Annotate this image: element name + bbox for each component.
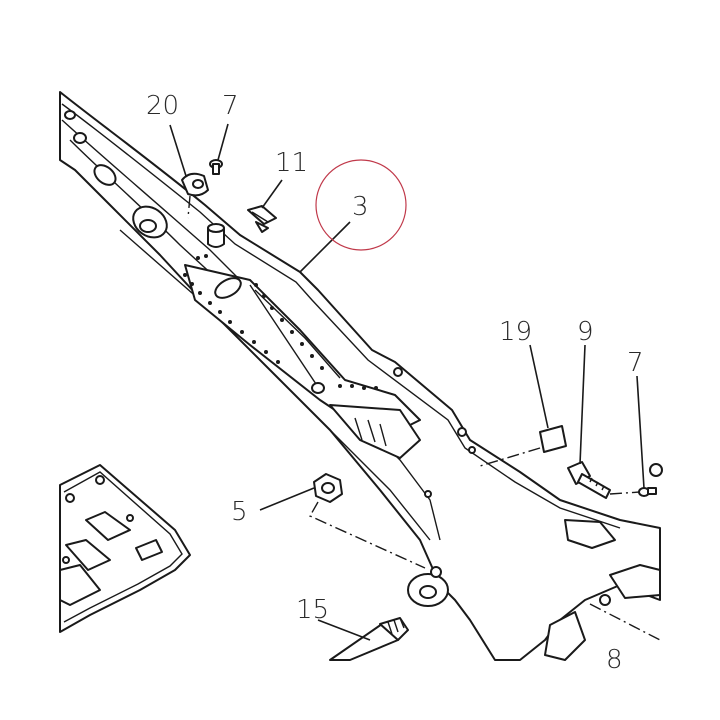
leader-lines: [169, 123, 645, 641]
callout-3[interactable]: 3: [352, 192, 369, 222]
pad-part-19[interactable]: [539, 425, 567, 453]
bolt-part-9[interactable]: [567, 461, 611, 499]
screw-part-7-right[interactable]: [638, 487, 657, 497]
callout-9[interactable]: 9: [577, 317, 594, 347]
nut-part-5[interactable]: [313, 473, 343, 503]
callout-11[interactable]: 11: [275, 148, 308, 178]
clip-part-20[interactable]: [181, 172, 209, 197]
callout-highlight-ring: [315, 159, 407, 251]
callout-20[interactable]: 20: [146, 91, 179, 121]
assembly-lines: [187, 195, 661, 641]
clip-part-11[interactable]: [247, 205, 277, 233]
callout-5[interactable]: 5: [231, 497, 248, 527]
callout-19[interactable]: 19: [499, 317, 532, 347]
callout-15[interactable]: 15: [296, 595, 329, 625]
rod-part-15[interactable]: [329, 617, 409, 661]
frame-rail[interactable]: [59, 91, 663, 661]
callout-7-right[interactable]: 7: [627, 348, 644, 378]
callout-8[interactable]: 8: [606, 645, 623, 675]
weld-bead: [183, 254, 378, 390]
callouts: 20 7 11 3 19 9 7 5 15 8: [146, 91, 644, 675]
skid-plate[interactable]: [59, 464, 191, 633]
screw-part-7-top[interactable]: [209, 159, 223, 175]
callout-7-top[interactable]: 7: [222, 91, 239, 121]
